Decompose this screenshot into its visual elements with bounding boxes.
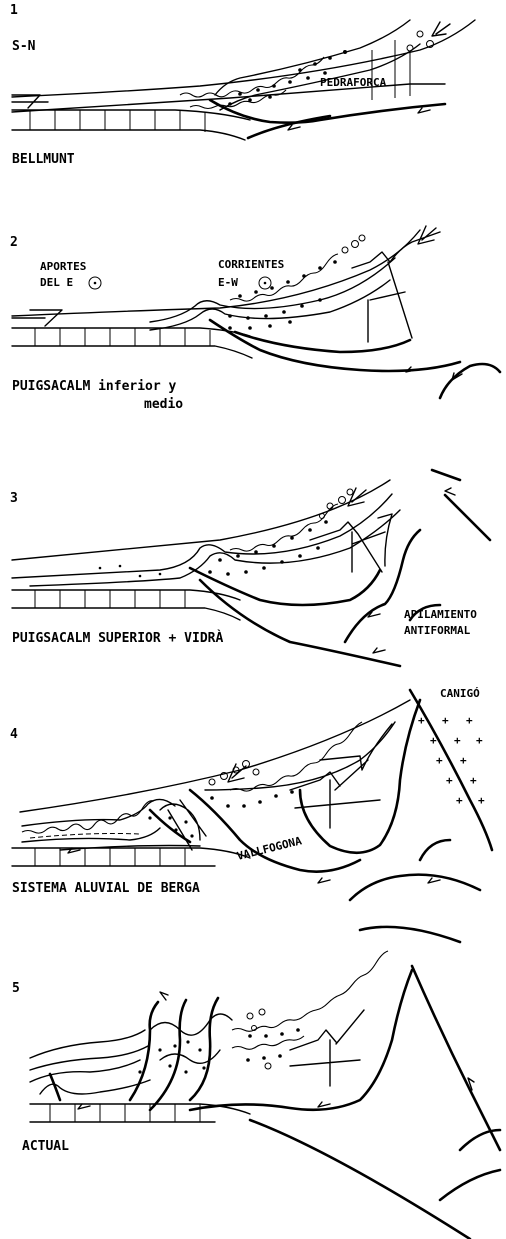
svg-text:+: + (456, 794, 463, 807)
panel-3-sole-thrust (200, 580, 400, 666)
panel-5-lower-sheets (250, 966, 500, 1239)
svg-text:+: + (460, 754, 467, 767)
apilamiento-label-line1: APILAMIENTO (404, 608, 477, 621)
panel-2-thrust (210, 320, 460, 371)
panel-3: 3 (10, 470, 490, 666)
panel-3-basement (12, 590, 240, 620)
panel-1-number: 1 (10, 3, 18, 18)
svg-text:+: + (476, 734, 483, 747)
hollow-arrow-icon (432, 22, 450, 36)
half-arrow-icon (418, 108, 430, 113)
corrientes-label-line2: E-W (218, 276, 238, 289)
svg-text:+: + (436, 754, 443, 767)
panel-4-strata (20, 700, 410, 850)
aportes-label-line1: APORTES (40, 260, 86, 273)
panel-4-plus-field: +++ +++ ++ ++ ++ (418, 714, 485, 807)
panel-2-basement (12, 310, 252, 358)
apilamiento-label-line2: ANTIFORMAL (404, 624, 471, 637)
half-arrow-icon (428, 878, 440, 883)
panel-2-thrust-2 (235, 332, 410, 352)
half-arrow-icon (445, 488, 455, 495)
panel-4-number: 4 (10, 727, 18, 742)
corrientes-label-line1: CORRIENTES (218, 258, 284, 271)
half-arrow-icon (160, 992, 168, 1000)
panel-4-lower-sheets (350, 840, 480, 942)
panel-2: 2 APORTES DEL E CORRIENTES E-W (10, 226, 500, 412)
svg-text:+: + (446, 774, 453, 787)
circled-dot-icon (259, 277, 271, 289)
panel-1-caption: BELLMUNT (12, 152, 75, 167)
svg-text:+: + (470, 774, 477, 787)
half-arrow-icon (318, 878, 330, 883)
half-arrow-icon (318, 1102, 330, 1107)
svg-text:+: + (478, 794, 485, 807)
panel-3-thrust (190, 568, 380, 605)
panel-4: 4 CANIGÓ +++ +++ ++ ++ ++ (10, 687, 492, 942)
panel-5-ramp (190, 970, 412, 1110)
panel-3-number: 3 (10, 491, 18, 506)
orientation-label: S-N (12, 39, 36, 54)
half-arrow-icon (373, 648, 385, 653)
half-arrow-icon (78, 1104, 90, 1109)
hollow-arrow-icon (348, 488, 366, 506)
canigo-label: CANIGÓ (440, 687, 480, 700)
panel-2-number: 2 (10, 235, 18, 250)
panel-2-caption-line1: PUIGSACALM inferior y (12, 379, 177, 394)
aportes-label-line2: DEL E (40, 276, 73, 289)
panel-5-number: 5 (12, 981, 20, 996)
pedraforca-label: PEDRAFORCA (320, 76, 387, 89)
panel-1-strata (12, 20, 475, 112)
panel-4-basement (12, 848, 250, 866)
panel-1: 1 S-N (10, 3, 475, 167)
panel-2-caption-line2: medio (144, 397, 183, 412)
panel-5: 5 (12, 951, 500, 1239)
panel-3-caption: PUIGSACALM SUPERIOR + VIDRÀ (12, 630, 223, 646)
svg-text:+: + (442, 714, 449, 727)
panel-3-strata (12, 480, 400, 586)
panel-4-caption: SISTEMA ALUVIAL DE BERGA (12, 881, 200, 896)
svg-text:+: + (454, 734, 461, 747)
svg-text:+: + (466, 714, 473, 727)
circled-dot-icon (89, 277, 101, 289)
panel-5-caption: ACTUAL (22, 1139, 69, 1154)
half-arrow-icon (288, 125, 300, 130)
panel-2-fold (440, 364, 500, 398)
